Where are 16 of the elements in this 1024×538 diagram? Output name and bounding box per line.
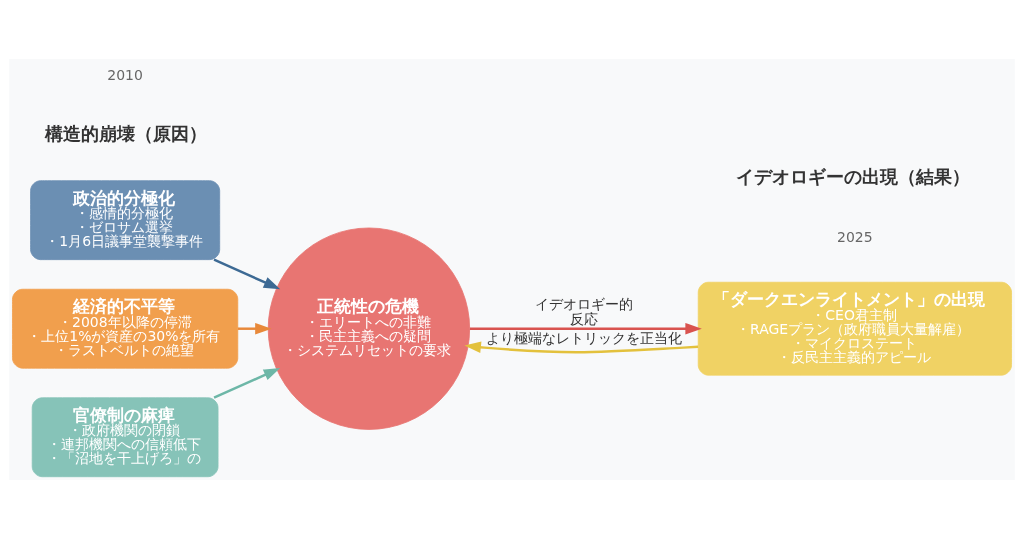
edge-label: より極端なレトリックを正当化 bbox=[485, 329, 682, 346]
node-circle: 正統性の危機 ・エリートへの非難 ・民主主義への疑問 ・システムリセットの要求 bbox=[267, 227, 471, 430]
node-box: 経済的不平等 ・2008年以降の停滞 ・上位1%が資産の30%を所有 ・ラストベルトの絶望 bbox=[12, 288, 239, 369]
label: 2010 bbox=[107, 66, 143, 83]
arrow bbox=[464, 341, 699, 353]
arrow bbox=[213, 367, 281, 399]
arrow bbox=[237, 322, 272, 334]
label: 2025 bbox=[837, 228, 873, 245]
node-box: 官僚制の麻痺 ・政府機関の閉鎖 ・連邦機関への信頼低下 ・「沼地を干上げろ」の bbox=[31, 396, 219, 477]
label: 構造的崩壊（原因） bbox=[44, 122, 207, 144]
node-box: 「ダークエンライトメント」の出現 ・CEO君主制 ・RAGEプラン（政府職員大量解雇） ・マイクロステート ・反民主主義的アピール bbox=[697, 281, 1012, 376]
arrow bbox=[213, 258, 281, 289]
node-box: 政治的分極化 ・感情的分極化 ・ゼロサム選挙 ・1月6日議事堂襲撃事件 bbox=[30, 179, 221, 260]
arrow bbox=[469, 322, 702, 334]
label: イデオロギーの出現（結果） bbox=[736, 165, 971, 187]
edge-label: イデオロギー的反応 bbox=[534, 295, 633, 327]
